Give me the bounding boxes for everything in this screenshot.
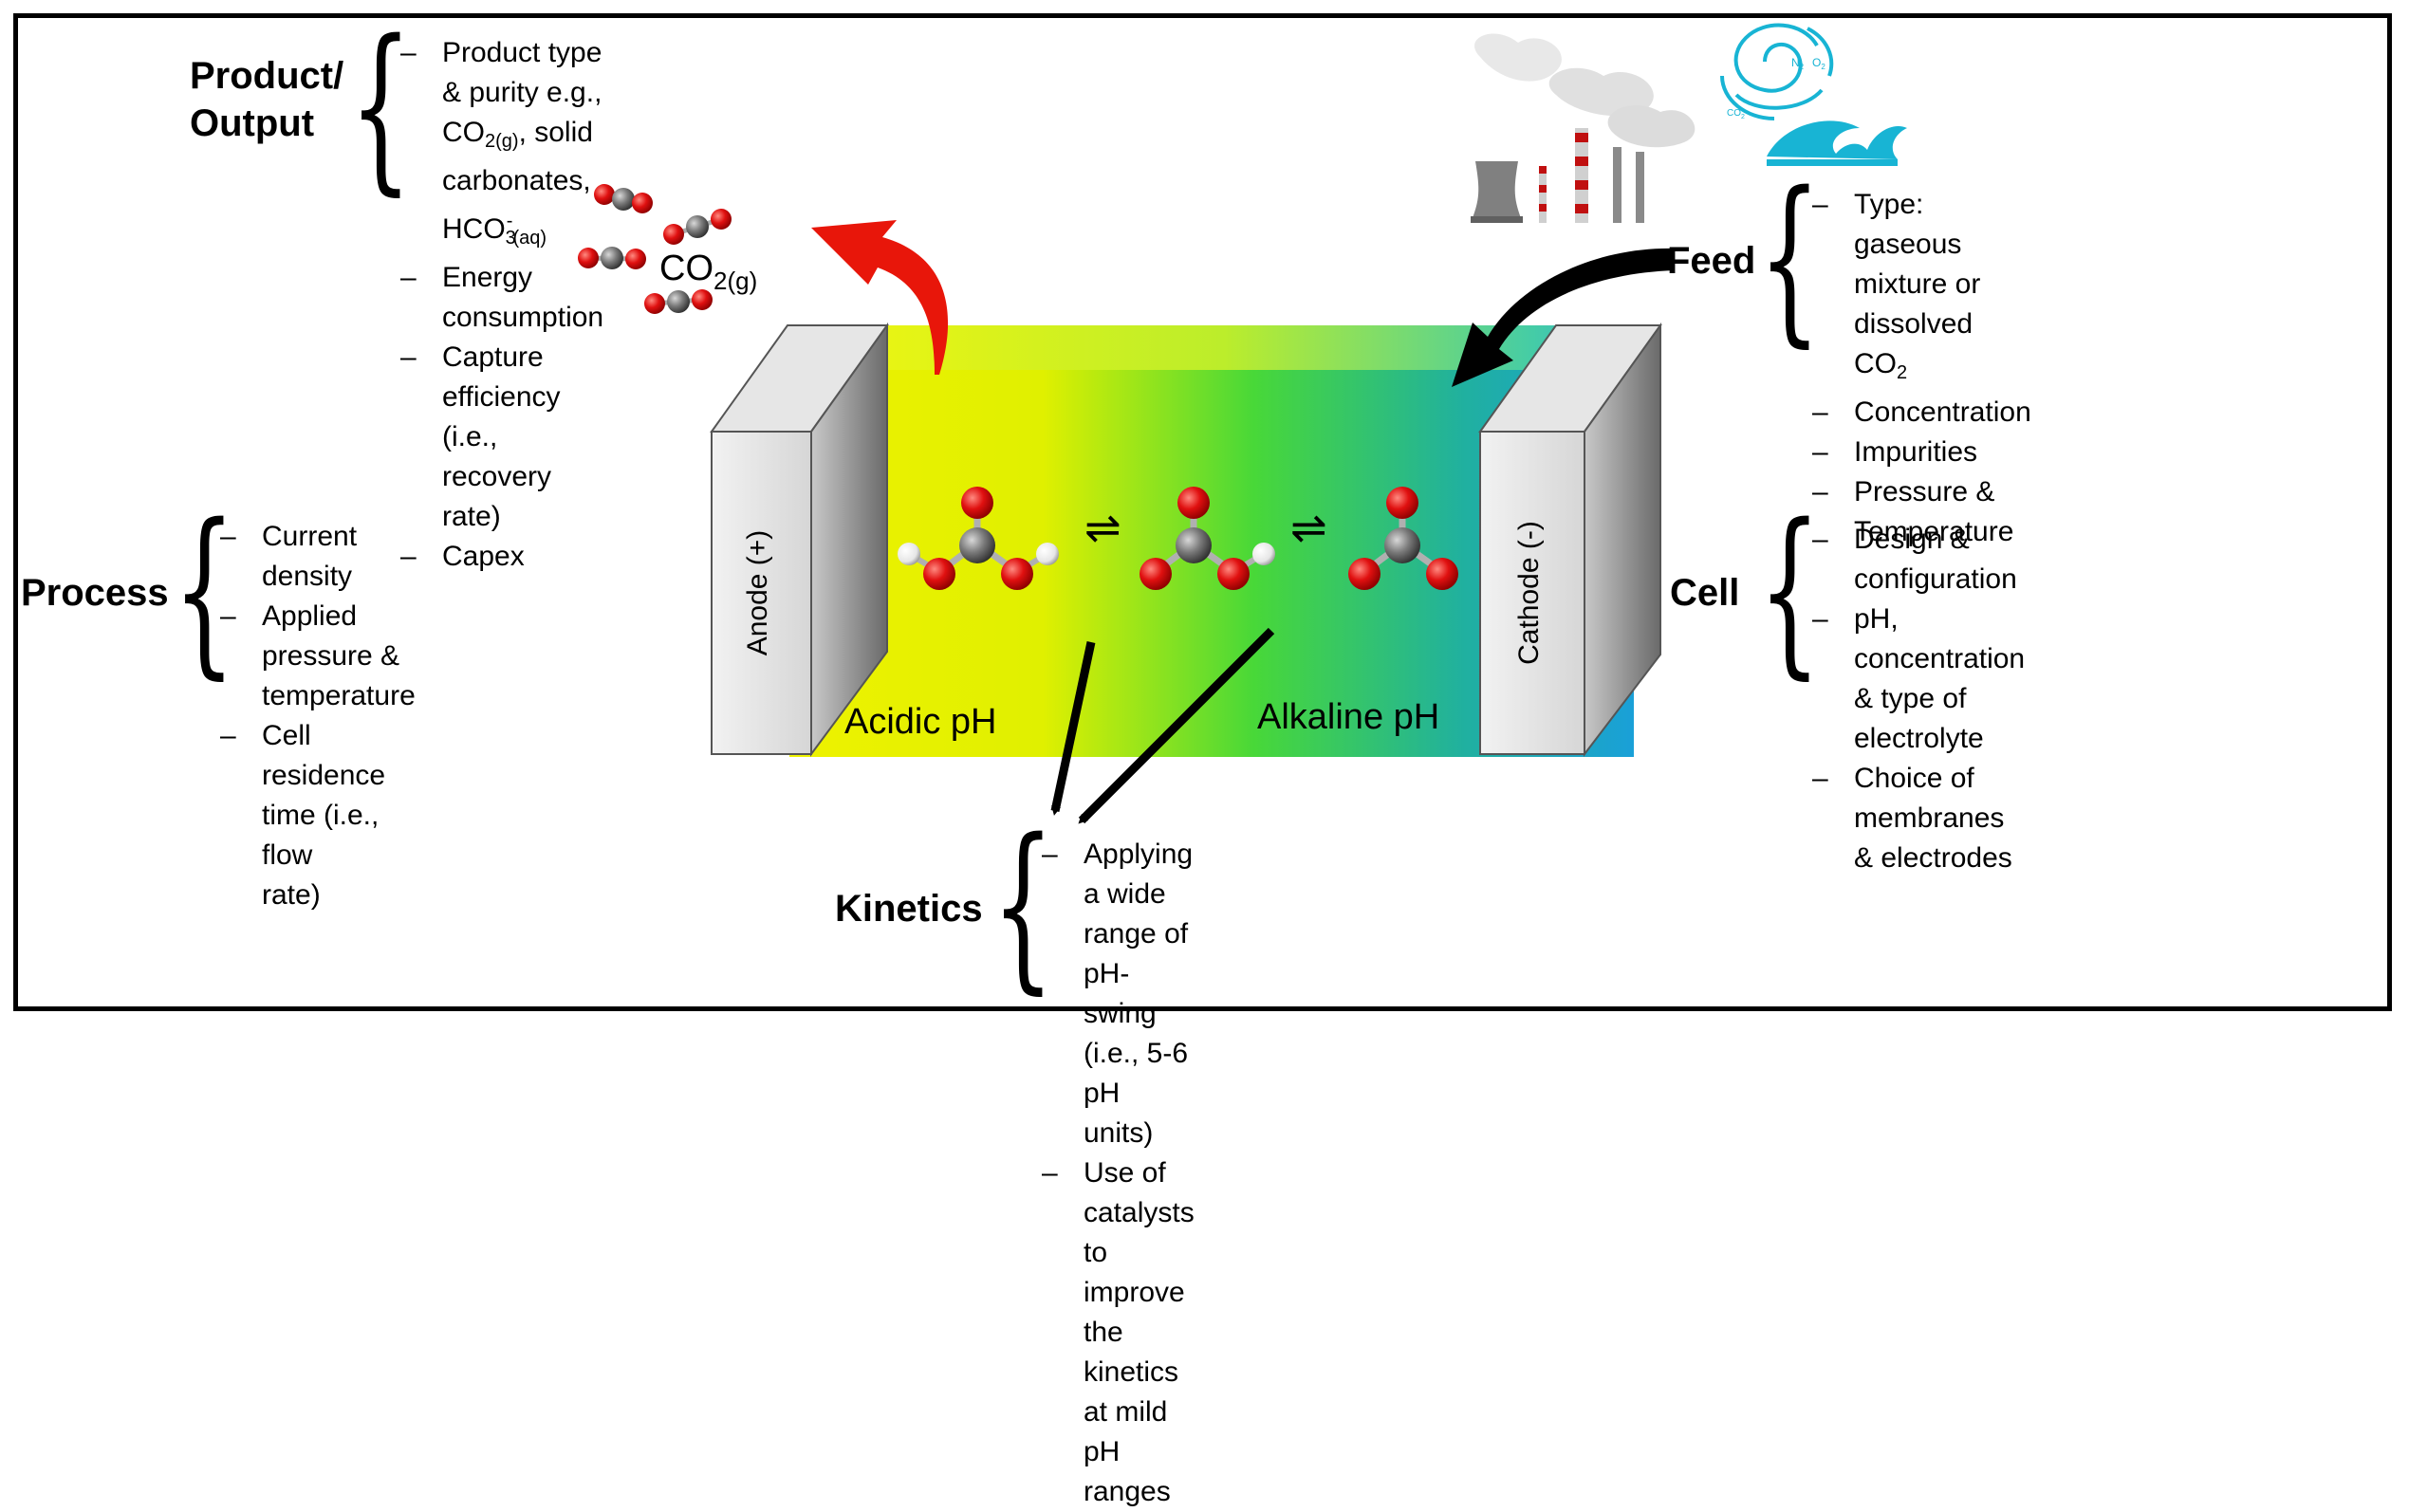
list-item: Cell residence time (i.e., flow: [220, 716, 416, 876]
list-item: kinetics at mild pH ranges: [1084, 1356, 1179, 1507]
oxygen-atom: [1386, 487, 1418, 519]
co2-molecule: [644, 289, 713, 314]
list-item: rate): [262, 879, 321, 911]
carbon-atom: [1384, 527, 1420, 563]
oxygen-atom: [1001, 558, 1033, 590]
list-item: Current density: [220, 517, 416, 597]
oxygen-atom: [961, 487, 993, 519]
hydrogen-atom: [1252, 543, 1275, 565]
equilibrium-arrow-2: ⇌: [1290, 502, 1327, 553]
kinetics-arrow-1: [1050, 641, 1096, 816]
co2-molecule: [663, 209, 732, 245]
carbon-atom: [959, 527, 995, 563]
list-item: Choice of membranes & electrodes: [1812, 759, 2025, 878]
list-item: Product type & purity e.g., CO2(g), soli…: [400, 33, 603, 258]
list-item: Use of catalysts to improve the: [1042, 1153, 1195, 1353]
hydrogen-atom: [898, 543, 920, 565]
cell-brace: {: [1758, 486, 1822, 695]
process-list: Current density Applied pressure & tempe…: [220, 517, 416, 915]
alkaline-ph-label: Alkaline pH: [1257, 697, 1440, 737]
kinetics-arrow-2: [1078, 627, 1275, 824]
oxygen-atom: [923, 558, 955, 590]
cathode-label: Cathode (-): [1513, 521, 1545, 665]
list-item: Capex: [400, 537, 603, 577]
o2-label: O2: [1812, 56, 1825, 71]
feed-in-arrow: [1452, 248, 1675, 387]
list-item: Applied pressure & temperature: [220, 597, 416, 716]
process-heading: Process: [21, 572, 169, 614]
list-item: Energy consumption: [400, 258, 603, 338]
feed-heading: Feed: [1667, 240, 1756, 282]
figure-frame: [13, 13, 2392, 1011]
oxygen-atom: [1177, 487, 1210, 519]
electrolyte-top-face: [789, 325, 1660, 375]
anode-label: Anode (+): [742, 529, 773, 656]
feed-list: Type: gaseous mixture or dissolved CO2 C…: [1812, 185, 2031, 552]
cathode-plate: [1478, 322, 1662, 757]
carbonic-acid-molecule: [898, 487, 1059, 590]
product-list: Product type & purity e.g., CO2(g), soli…: [400, 33, 603, 577]
hydrogen-atom: [1036, 543, 1059, 565]
oxygen-atom: [1217, 558, 1250, 590]
cell-list: Design & configuration pH, concentration…: [1812, 520, 2025, 878]
co2-gas-label: CO2(g): [659, 249, 758, 295]
kinetics-heading: Kinetics: [835, 888, 983, 930]
carbonate-molecule: [1348, 487, 1458, 590]
list-item: Design & configuration: [1812, 520, 2025, 599]
list-item: Applying a wide range of pH-swing: [1042, 835, 1195, 1034]
list-item: electrolyte: [1854, 723, 1984, 754]
bicarbonate-molecule: [1140, 487, 1275, 590]
air-swirl-icon: [1720, 23, 1834, 120]
oxygen-atom: [1348, 558, 1381, 590]
list-item: Capture efficiency (i.e., recovery rate): [400, 338, 603, 537]
carbon-atom: [1176, 527, 1212, 563]
factory-icon: [1471, 33, 1696, 223]
list-item: pH, concentration & type of: [1812, 599, 2025, 719]
list-item: Impurities: [1812, 433, 2031, 472]
co2-release-arrow: [811, 220, 949, 375]
list-item: (i.e., 5-6 pH units): [1084, 1038, 1189, 1149]
cell-heading: Cell: [1670, 572, 1740, 614]
list-item: Type: gaseous mixture or dissolved CO2: [1812, 185, 2031, 393]
list-item: Concentration: [1812, 393, 2031, 433]
equilibrium-arrow-1: ⇌: [1084, 502, 1121, 553]
ocean-wave-icon: [1767, 120, 1907, 166]
kinetics-list: Applying a wide range of pH-swing (i.e.,…: [1042, 835, 1195, 1512]
anode-plate: [710, 322, 889, 758]
oxygen-atom: [1140, 558, 1172, 590]
product-output-heading: Product/ Output: [190, 55, 344, 144]
acidic-ph-label: Acidic pH: [844, 702, 997, 742]
feed-brace: {: [1758, 154, 1822, 363]
oxygen-atom: [1426, 558, 1458, 590]
cell-diagram: N2 O2 CO2 ⇌ ⇌: [578, 23, 1907, 824]
n2-label: N2: [1791, 56, 1805, 71]
co2-small-label: CO2: [1727, 108, 1745, 120]
